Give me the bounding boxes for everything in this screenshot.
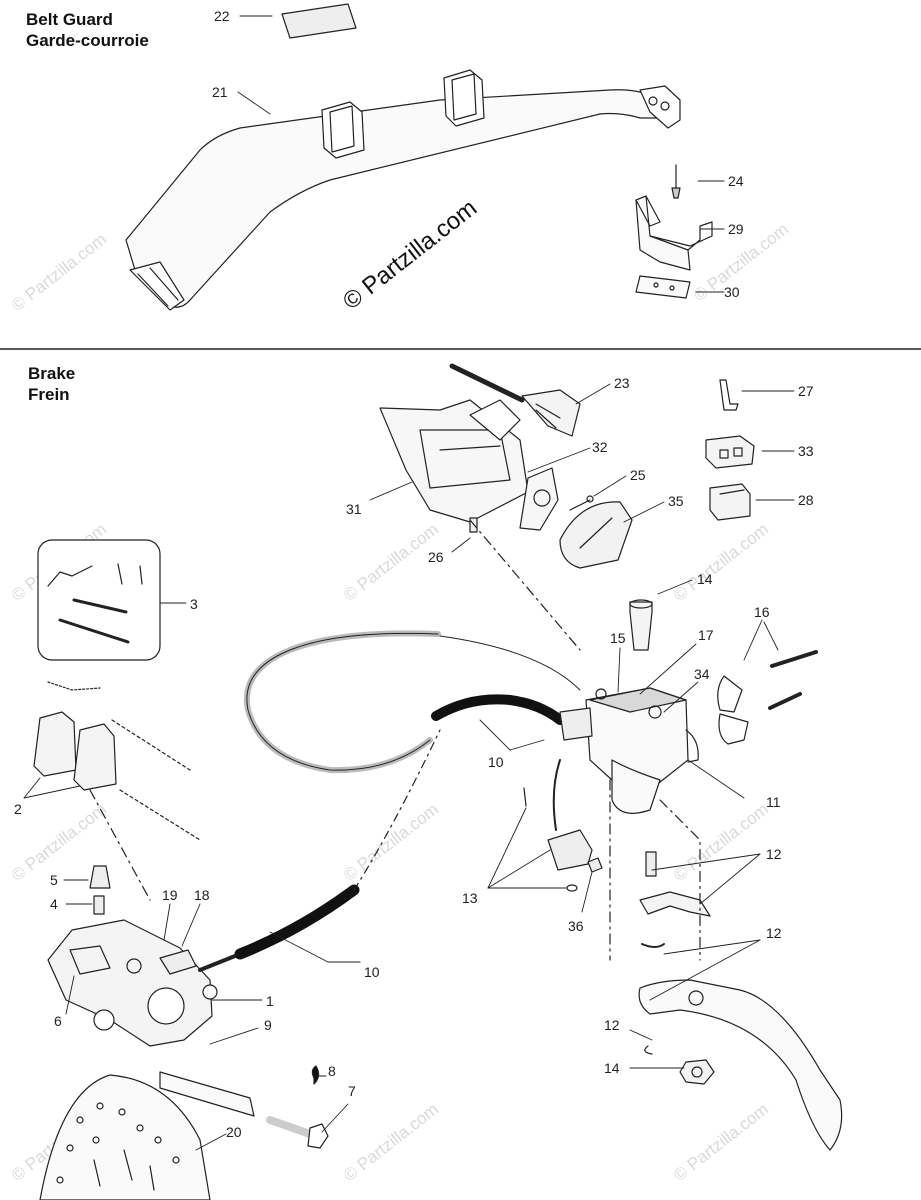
part-21-belt-guard — [125, 69, 681, 311]
callout-33: 33 — [798, 443, 814, 459]
callout-6: 6 — [54, 1013, 62, 1029]
callout-19: 19 — [162, 887, 178, 903]
part-31-switch-housing — [379, 399, 529, 523]
brake-title: Brake Frein — [28, 363, 75, 405]
callout-22: 22 — [214, 8, 230, 24]
callout-34: 34 — [694, 666, 710, 682]
callout-labels: 22 21 24 29 30 23 27 32 33 25 31 35 28 2… — [14, 8, 814, 1140]
part-5-cap — [89, 865, 111, 889]
brake-title-fr: Frein — [28, 385, 70, 404]
brake-title-en: Brake — [28, 364, 76, 383]
callout-4: 4 — [50, 896, 58, 912]
assembly-lines — [89, 519, 701, 961]
part-27-terminal — [719, 379, 739, 411]
callout-10: 10 — [364, 964, 380, 980]
part-3-pin-kit — [37, 539, 161, 661]
part-9-spacer — [159, 1071, 255, 1117]
callout-9: 9 — [264, 1017, 272, 1033]
callout-35: 35 — [668, 493, 684, 509]
part-13-brake-switch — [523, 759, 593, 892]
callout-13: 13 — [462, 890, 478, 906]
callout-8: 8 — [328, 1063, 336, 1079]
part-8-drop — [311, 1065, 320, 1085]
part-22-label-sheet — [281, 3, 357, 39]
callout-20: 20 — [226, 1124, 242, 1140]
callout-1: 1 — [266, 993, 274, 1009]
part-7-bolt — [266, 1116, 329, 1149]
callout-14: 14 — [697, 571, 713, 587]
callout-27: 27 — [798, 383, 814, 399]
callout-3: 3 — [190, 596, 198, 612]
part-10-brake-hose-upper — [243, 630, 581, 774]
part-11-master-cylinder — [559, 687, 699, 814]
callout-10: 10 — [488, 754, 504, 770]
part-24-push-rivet — [671, 164, 681, 199]
callout-18: 18 — [194, 887, 210, 903]
callout-14: 14 — [604, 1060, 620, 1076]
part-36-plug — [587, 857, 603, 873]
part-28-connector — [709, 483, 751, 521]
part-30-plate — [635, 275, 691, 299]
belt-guard-title-fr: Garde-courroie — [26, 31, 149, 50]
callout-28: 28 — [798, 492, 814, 508]
callout-12: 12 — [766, 925, 782, 941]
callout-26: 26 — [428, 549, 444, 565]
part-23-cable-harness — [449, 363, 581, 437]
part-16-bracket-and-screws — [717, 650, 818, 745]
part-12-lever-assembly — [638, 851, 843, 1151]
part-35-cover — [559, 501, 633, 569]
part-1-caliper — [47, 919, 218, 1047]
callout-7: 7 — [348, 1083, 356, 1099]
callout-2: 2 — [14, 801, 22, 817]
callout-12: 12 — [766, 846, 782, 862]
callout-23: 23 — [614, 375, 630, 391]
callout-15: 15 — [610, 630, 626, 646]
belt-guard-title-en: Belt Guard — [26, 10, 113, 29]
belt-guard-title: Belt Guard Garde-courroie — [26, 9, 149, 51]
part-2-brake-pads — [33, 681, 201, 841]
callout-32: 32 — [592, 439, 608, 455]
callout-21: 21 — [212, 84, 228, 100]
callout-36: 36 — [568, 918, 584, 934]
callout-12: 12 — [604, 1017, 620, 1033]
callout-24: 24 — [728, 173, 744, 189]
part-20-brake-disc — [39, 1074, 211, 1200]
callout-25: 25 — [630, 467, 646, 483]
part-4-bleeder — [93, 895, 105, 915]
part-29-mounting-bracket — [635, 195, 713, 271]
callout-11: 11 — [766, 794, 781, 810]
callout-16: 16 — [754, 604, 770, 620]
callout-30: 30 — [724, 284, 740, 300]
part-32-gasket — [519, 467, 559, 531]
part-14-reservoir-cap — [629, 599, 653, 651]
callout-5: 5 — [50, 872, 58, 888]
part-33-connector — [705, 435, 755, 469]
callout-29: 29 — [728, 221, 744, 237]
callout-31: 31 — [346, 501, 362, 517]
part-10-brake-hose-lower — [198, 729, 441, 972]
callout-17: 17 — [698, 627, 714, 643]
part-25-screw — [569, 495, 594, 511]
